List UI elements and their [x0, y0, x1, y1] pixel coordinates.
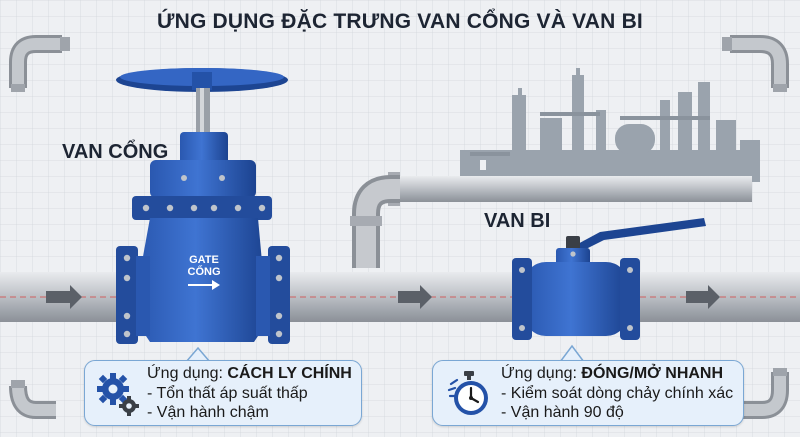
flow-arrow-icon	[398, 285, 432, 309]
corner-pipe-bottom-left	[9, 380, 56, 419]
flow-arrow-icon	[686, 285, 720, 309]
ball-callout-point-2: - Vận hành 90 độ	[501, 404, 624, 421]
gate-callout-heading-prefix: Ứng dụng:	[147, 365, 228, 382]
gate-body-text-2: CỔNG	[187, 266, 221, 278]
gate-valve-label: VAN CỔNG	[62, 141, 169, 163]
gate-callout-heading-value: CÁCH LY CHÍNH	[227, 365, 352, 382]
gears-icon	[97, 373, 139, 416]
factory-skyline	[460, 68, 760, 182]
gate-body-text-1: GATE	[189, 254, 219, 266]
flow-direction-icon	[188, 280, 220, 290]
stopwatch-icon	[447, 371, 488, 415]
flow-arrows	[46, 285, 720, 309]
gate-valve-callout: Ứng dụng: CÁCH LY CHÍNH - Tổn thất áp su…	[84, 360, 362, 426]
ball-callout-heading-value: ĐÓNG/MỞ NHANH	[581, 365, 724, 382]
gate-valve	[116, 68, 290, 344]
gate-valve-body-text: GATE CỔNG	[176, 254, 232, 278]
corner-pipe-bottom-right	[742, 368, 789, 419]
corner-pipe-top-left	[9, 35, 70, 92]
ball-callout-heading: Ứng dụng: ĐÓNG/MỞ NHANH	[501, 365, 723, 383]
ball-valve-label: VAN BI	[484, 210, 551, 232]
gate-callout-point-2: - Vận hành chậm	[147, 404, 269, 421]
corner-pipe-top-right	[722, 35, 789, 92]
ball-valve	[512, 218, 706, 340]
diagram-title: ỨNG DỤNG ĐẶC TRƯNG VAN CỔNG VÀ VAN BI	[157, 10, 643, 33]
branch-pipe	[350, 172, 752, 268]
ball-callout-point-1: - Kiểm soát dòng chảy chính xác	[501, 385, 734, 402]
gate-callout-heading: Ứng dụng: CÁCH LY CHÍNH	[147, 365, 352, 383]
ball-callout-heading-prefix: Ứng dụng:	[501, 365, 582, 382]
flow-arrow-icon	[46, 285, 82, 309]
gate-callout-point-1: - Tổn thất áp suất thấp	[147, 385, 308, 402]
ball-valve-callout: Ứng dụng: ĐÓNG/MỞ NHANH - Kiểm soát dòng…	[432, 360, 744, 426]
